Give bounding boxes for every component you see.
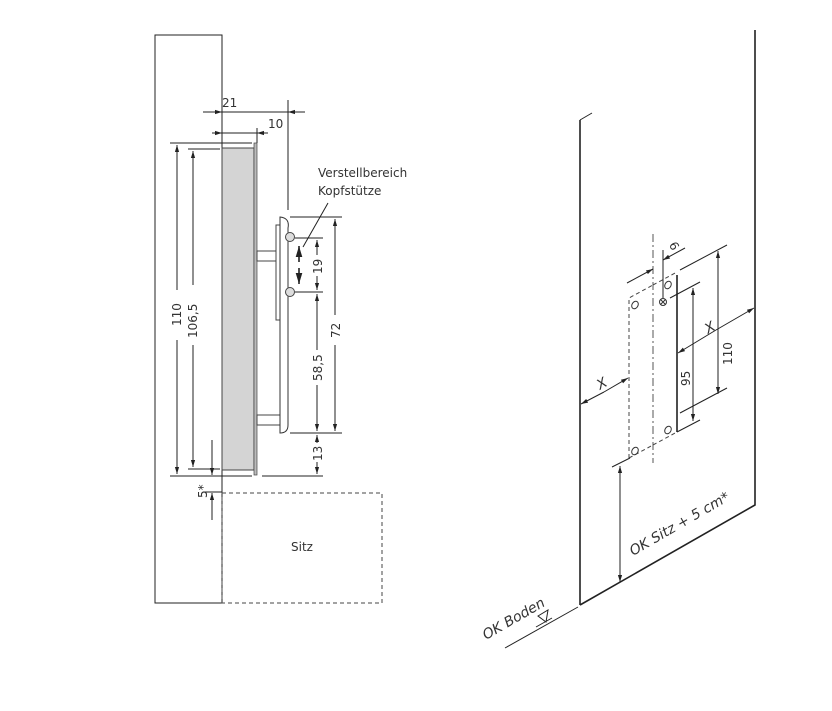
panel-plate — [253, 142, 258, 476]
dim-x-left: X — [593, 375, 611, 394]
dim-depth-panel: 10 — [268, 117, 283, 131]
adjust-knob-icon — [285, 287, 295, 297]
adjust-knob-icon — [285, 232, 295, 242]
dim-hole-spacing: 95 — [679, 371, 693, 386]
dim-lower-offset: 58,5 — [311, 354, 325, 381]
label-adjust-line1: Verstellbereich — [318, 166, 407, 180]
panel-body — [221, 147, 255, 471]
label-floor: OK Boden — [480, 595, 548, 643]
wall-view: 9 95 110 X X OK Sitz + 5 cm* OK Boden — [480, 30, 756, 649]
dim-x-right: X — [701, 319, 719, 338]
dim-gap: 5* — [196, 484, 210, 498]
wall-plane — [579, 30, 756, 606]
headrest — [256, 216, 295, 434]
dim-depth-total: 21 — [222, 96, 237, 110]
crosshair-hole-icon — [659, 298, 667, 306]
dim-height-total: 110 — [170, 303, 184, 326]
dim-plate-height: 110 — [721, 342, 735, 365]
mounting-holes — [631, 280, 672, 456]
dim-bottom-offset: 13 — [311, 446, 325, 461]
floor-level-symbol — [535, 609, 553, 628]
dim-headrest-height: 72 — [329, 323, 343, 338]
label-seat: Sitz — [291, 540, 313, 554]
dim-height-panel: 106,5 — [186, 304, 200, 338]
side-view: 21 10 110 106,5 5* 72 — [154, 34, 407, 604]
seat-outline — [221, 492, 383, 604]
label-adjust-line2: Kopfstütze — [318, 184, 381, 198]
dim-adjust-range: 19 — [311, 259, 325, 274]
label-height: OK Sitz + 5 cm* — [627, 489, 733, 559]
mounting-plate-outline — [628, 284, 654, 459]
